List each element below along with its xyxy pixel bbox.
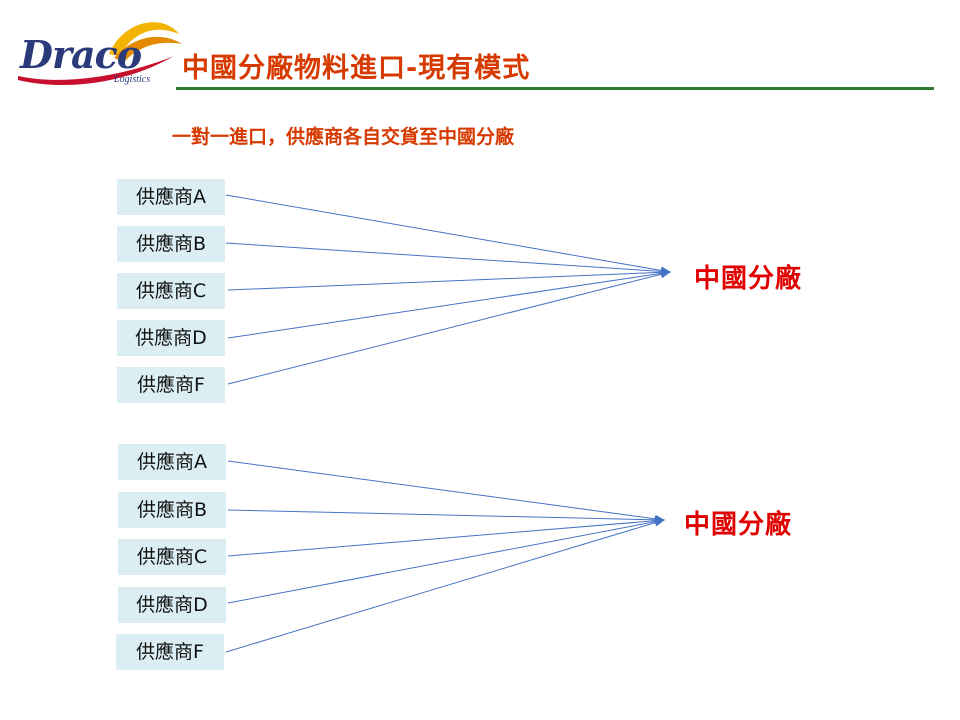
group-1-supplier-b: 供應商B [117,226,225,262]
group-2-connector-4 [227,517,665,604]
page-subtitle: 一對一進口，供應商各自交貨至中國分廠 [172,126,515,148]
group-1-connector-2 [225,242,671,276]
group-1-supplier-f: 供應商F [117,367,225,403]
title-divider [176,87,934,90]
group-1-supplier-a: 供應商A [117,179,225,215]
group-2-connector-5 [225,518,665,653]
group-1-connector-3 [227,268,671,291]
group-1-connector-4 [227,269,671,339]
draco-logo: Draco Logistics [14,14,184,94]
group-1-connector-5 [227,270,671,385]
group-2-supplier-b: 供應商B [118,492,226,528]
group-2-supplier-a: 供應商A [118,444,226,480]
page-title: 中國分廠物料進口-現有模式 [182,53,531,84]
group-1-supplier-d: 供應商D [117,320,225,356]
group-2-connector-1 [227,460,665,523]
group-1-connector-1 [225,194,671,275]
logo-wordmark: Draco [20,32,142,77]
group-2-connector-3 [227,516,665,557]
group-2-supplier-c: 供應商C [118,539,226,575]
logo-tagline: Logistics [114,74,151,85]
swoosh-icon [18,22,182,86]
group-2-factory-label: 中國分廠 [684,510,793,540]
group-1-supplier-c: 供應商C [117,273,225,309]
group-2-connector-2 [227,509,665,524]
group-1-factory-label: 中國分廠 [694,264,803,294]
group-2-supplier-f: 供應商F [116,634,224,670]
group-2-supplier-d: 供應商D [118,587,226,623]
